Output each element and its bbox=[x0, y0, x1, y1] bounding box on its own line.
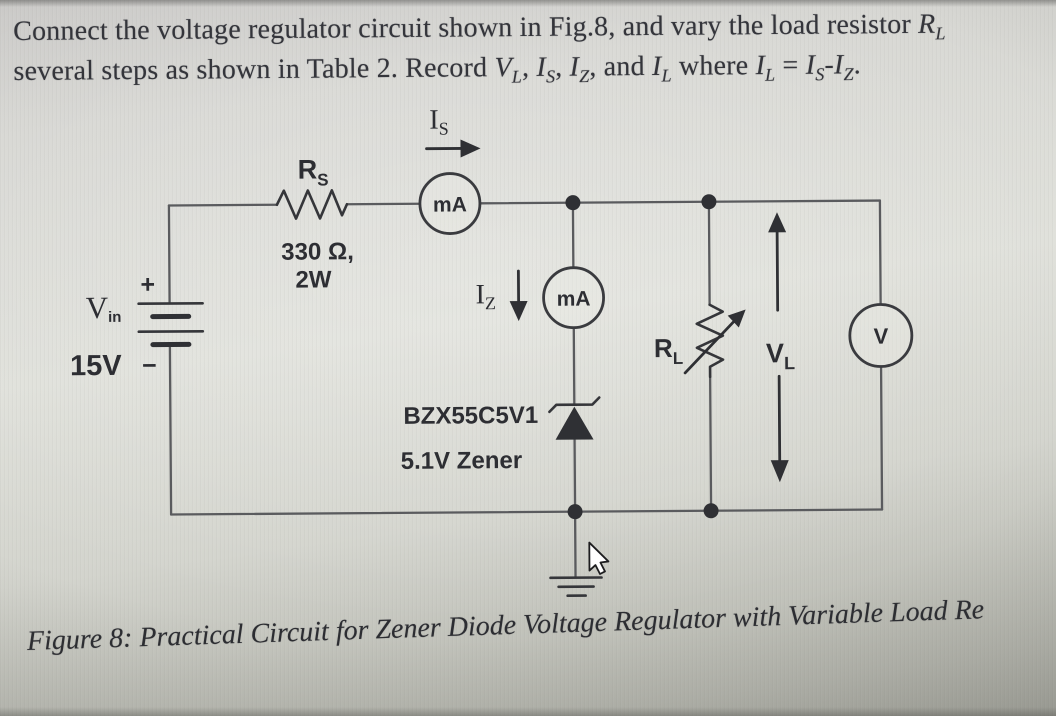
battery-plus-sign: + bbox=[140, 271, 155, 299]
rl-variable-arrow-head bbox=[727, 309, 746, 328]
rl-variable-arrow-shaft bbox=[683, 319, 737, 375]
photo-bottom-edge bbox=[0, 707, 1056, 716]
wire-zener-branch-mid bbox=[572, 326, 576, 406]
voltmeter: V bbox=[848, 303, 914, 368]
mouse-cursor bbox=[588, 541, 610, 575]
ground-icon bbox=[549, 576, 603, 598]
is-current-label: IS bbox=[429, 105, 449, 139]
junction-dot bbox=[565, 195, 581, 211]
vl-up-arrow-shaft bbox=[775, 228, 780, 312]
wire-right-upper bbox=[878, 199, 882, 306]
ammeter-iz-circle bbox=[542, 266, 605, 330]
rs-label: RS bbox=[298, 154, 329, 189]
vl-label: VL bbox=[766, 338, 795, 373]
ammeter-is: mA bbox=[418, 172, 482, 235]
wire-bottom bbox=[169, 508, 884, 516]
vin-value: 15V bbox=[70, 350, 122, 382]
iz-current-label: IZ bbox=[475, 279, 496, 313]
junction-dot bbox=[703, 503, 719, 519]
ammeter-iz-label: mA bbox=[557, 288, 591, 311]
current-is-arrow-icon bbox=[425, 139, 481, 158]
zener-diode-icon bbox=[548, 396, 601, 440]
vl-indicator-icon bbox=[768, 212, 789, 483]
vl-up-arrow-head bbox=[768, 212, 787, 233]
resistor-rs-icon bbox=[275, 189, 349, 220]
load-resistor-icon bbox=[683, 303, 746, 379]
vl-down-arrow-head bbox=[770, 460, 789, 483]
ammeter-is-label: mA bbox=[433, 193, 467, 216]
vl-down-arrow-shaft bbox=[777, 374, 782, 464]
rs-value: 330 Ω, bbox=[281, 238, 354, 266]
wire-load-branch-lower bbox=[708, 375, 713, 512]
zener-triangle bbox=[555, 406, 594, 440]
wire-top-left bbox=[167, 203, 279, 207]
wire-top-right bbox=[478, 199, 882, 205]
ammeter-iz: mA bbox=[542, 266, 605, 330]
current-iz-arrow-icon bbox=[509, 269, 528, 322]
iz-arrow-head bbox=[509, 301, 528, 322]
zener-part-number: BZX55C5V1 bbox=[403, 402, 538, 430]
wire-left-upper bbox=[167, 204, 171, 305]
wire-top-mid bbox=[345, 202, 422, 206]
battery-minus-sign: − bbox=[142, 352, 157, 380]
rs-power: 2W bbox=[295, 266, 332, 293]
voltmeter-circle bbox=[848, 303, 914, 368]
wire-load-branch-upper bbox=[707, 200, 711, 306]
vin-label: Vin bbox=[86, 290, 122, 326]
wire-left-lower bbox=[168, 343, 173, 516]
ammeter-is-circle bbox=[418, 172, 482, 235]
circuit-wires bbox=[167, 199, 884, 578]
zener-type: 5.1V Zener bbox=[401, 447, 523, 475]
wire-zener-branch-lower bbox=[573, 437, 577, 513]
wire-right-lower bbox=[879, 365, 884, 511]
junction-dot bbox=[701, 194, 717, 210]
rl-label: RL bbox=[654, 333, 683, 368]
zener-cathode-bar bbox=[548, 396, 601, 414]
junction-dots bbox=[565, 194, 719, 520]
battery-icon bbox=[137, 301, 205, 348]
is-arrow-head bbox=[460, 139, 481, 158]
photo-top-edge bbox=[0, 0, 1056, 7]
voltmeter-label: V bbox=[873, 323, 888, 348]
circuit-labels: RS 330 Ω, 2W IS IZ Vin 15V + − BZX55C5V1… bbox=[70, 105, 795, 475]
junction-dot bbox=[567, 504, 583, 520]
rl-zigzag bbox=[695, 303, 725, 379]
